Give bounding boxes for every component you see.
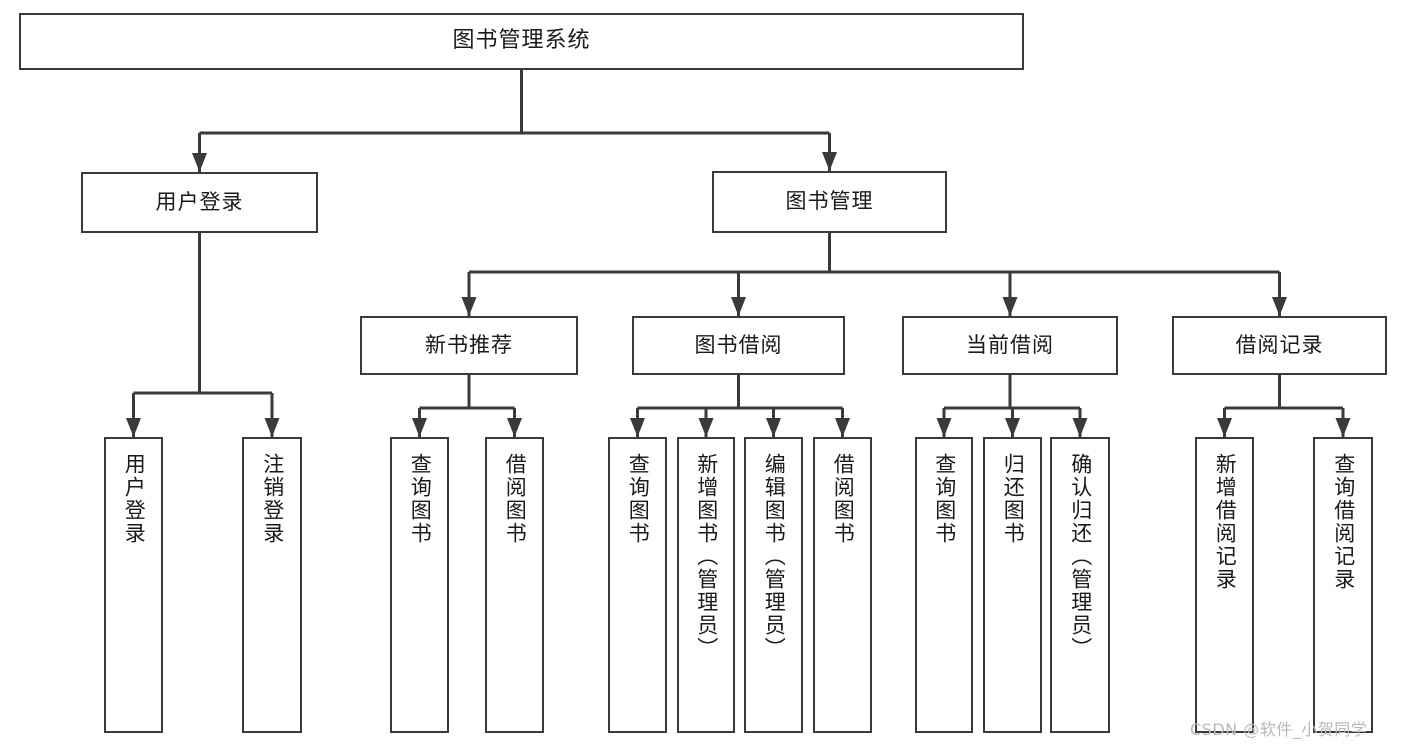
arrowhead-book-borrow [731, 297, 746, 316]
node-label: 新增图书（管理员） [694, 453, 719, 660]
arrowhead-cur-borrow [1002, 297, 1018, 316]
node-label: 图书借阅 [694, 332, 783, 357]
node-user-login[interactable]: 用户登录 [81, 172, 318, 233]
arrowhead-l2 [264, 418, 280, 437]
arrowhead-l1 [126, 418, 141, 437]
arrowhead-user-login [192, 153, 207, 172]
node-new-rec[interactable]: 新书推荐 [360, 316, 578, 375]
node-l4[interactable]: 借阅图书 [485, 437, 544, 733]
arrowhead-l9 [936, 418, 952, 437]
node-label: 借阅图书 [503, 453, 528, 545]
node-l12[interactable]: 新增借阅记录 [1195, 437, 1254, 733]
arrowhead-book-mgmt [822, 152, 837, 171]
arrowhead-new-rec [461, 297, 477, 316]
arrowhead-l6 [698, 418, 714, 437]
node-label: 图书管理 [785, 189, 874, 214]
node-l7[interactable]: 编辑图书（管理员） [744, 437, 803, 733]
node-book-mgmt[interactable]: 图书管理 [712, 171, 947, 233]
node-root[interactable]: 图书管理系统 [19, 13, 1024, 70]
arrowhead-l7 [766, 418, 781, 437]
arrowhead-l3 [412, 418, 427, 437]
node-label: 编辑图书（管理员） [762, 453, 787, 660]
arrowhead-borrow-log [1272, 297, 1287, 316]
node-l5[interactable]: 查询图书 [608, 437, 667, 733]
node-label: 注销登录 [260, 453, 285, 545]
arrowhead-l13 [1335, 418, 1351, 437]
node-label: 归还图书 [1001, 453, 1026, 545]
node-cur-borrow[interactable]: 当前借阅 [902, 316, 1118, 375]
arrowhead-l4 [507, 418, 522, 437]
node-label: 查询图书 [932, 453, 957, 545]
node-label: 借阅图书 [831, 453, 856, 545]
node-label: 查询图书 [408, 453, 433, 545]
node-label: 新增借阅记录 [1213, 453, 1238, 591]
arrowhead-l10 [1005, 418, 1020, 437]
node-l13[interactable]: 查询借阅记录 [1313, 437, 1373, 733]
node-l11[interactable]: 确认归还（管理员） [1050, 437, 1110, 733]
node-l3[interactable]: 查询图书 [390, 437, 449, 733]
node-label: 用户登录 [122, 453, 147, 545]
node-l10[interactable]: 归还图书 [983, 437, 1042, 733]
node-label: 图书管理系统 [452, 28, 591, 54]
node-label: 用户登录 [155, 189, 244, 214]
arrowhead-l11 [1072, 418, 1088, 437]
node-borrow-log[interactable]: 借阅记录 [1172, 316, 1387, 375]
arrowhead-l5 [630, 418, 645, 437]
node-label: 查询借阅记录 [1331, 453, 1356, 591]
node-label: 确认归还（管理员） [1068, 453, 1093, 660]
node-label: 借阅记录 [1235, 332, 1324, 357]
node-label: 新书推荐 [425, 332, 513, 357]
node-l9[interactable]: 查询图书 [915, 437, 973, 733]
arrowhead-l12 [1217, 418, 1232, 437]
node-l8[interactable]: 借阅图书 [813, 437, 872, 733]
node-l6[interactable]: 新增图书（管理员） [677, 437, 735, 733]
node-l2[interactable]: 注销登录 [242, 437, 302, 733]
node-label: 当前借阅 [966, 332, 1054, 357]
node-book-borrow[interactable]: 图书借阅 [632, 316, 845, 375]
node-l1[interactable]: 用户登录 [104, 437, 163, 733]
arrowhead-l8 [835, 418, 850, 437]
node-label: 查询图书 [626, 453, 651, 545]
